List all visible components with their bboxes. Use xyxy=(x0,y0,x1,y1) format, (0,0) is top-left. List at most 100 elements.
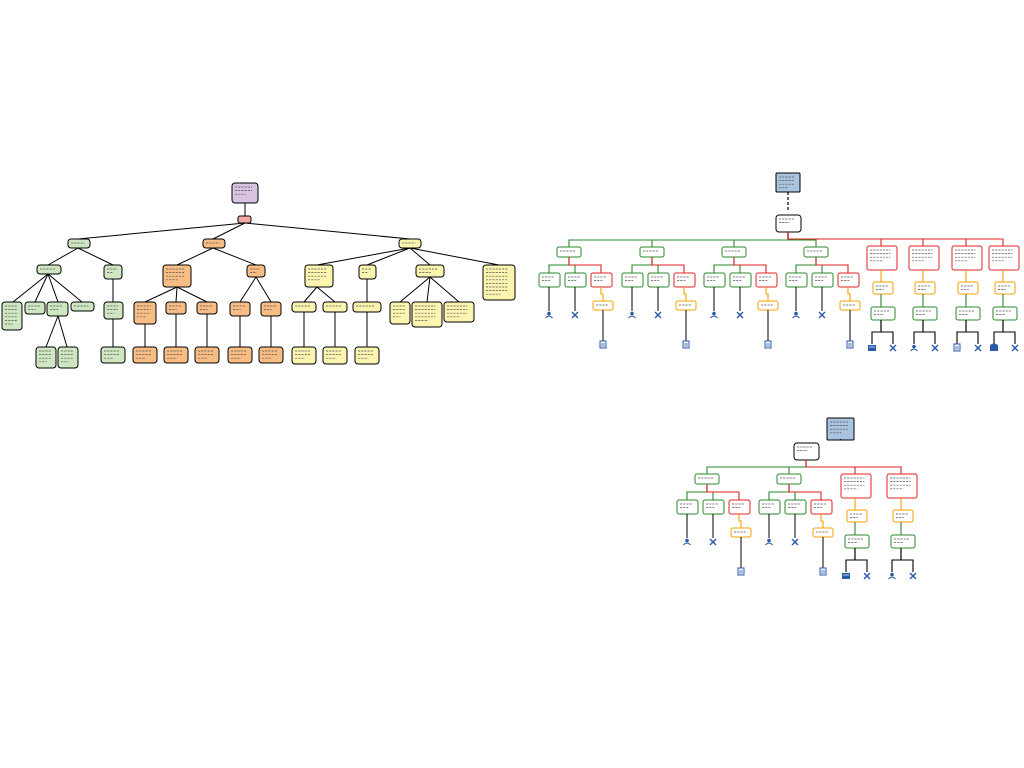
supporting-reason-box xyxy=(784,499,807,515)
connector xyxy=(144,286,178,303)
icon-shape xyxy=(683,542,691,546)
tree-branch-orange xyxy=(202,238,226,249)
connector xyxy=(426,276,431,303)
expert-opinion-icon xyxy=(990,343,998,351)
icon-shape xyxy=(910,348,918,352)
rebuttal-box xyxy=(812,527,834,538)
icon-shape xyxy=(953,343,961,352)
supporting-reason-box xyxy=(621,272,644,288)
supporting-reason-box xyxy=(785,272,808,288)
evidence-connector xyxy=(900,548,914,572)
supporting-reason-box xyxy=(844,534,870,549)
icon-shape xyxy=(656,313,660,317)
objection-connector xyxy=(706,484,740,500)
tree-branch-yellow xyxy=(398,238,422,249)
icon-shape xyxy=(547,311,551,316)
tree-node xyxy=(165,301,187,315)
supporting-reason-box xyxy=(811,272,834,288)
common-belief-icon xyxy=(868,345,876,351)
rebuttal-connector xyxy=(683,287,687,301)
tree-leaf xyxy=(46,301,69,317)
objection-connector xyxy=(805,460,902,474)
evidence-connector xyxy=(922,320,936,344)
tree-leaf xyxy=(291,346,317,365)
icon-shape xyxy=(738,313,742,317)
rebuttal-box xyxy=(994,281,1016,295)
evidence-icon xyxy=(791,538,799,546)
connector xyxy=(303,286,318,303)
main-reason-box xyxy=(556,246,582,258)
tree-node xyxy=(322,301,348,313)
connector xyxy=(77,222,246,240)
evidence-connector xyxy=(956,320,967,344)
example-icon xyxy=(545,311,553,319)
icon-shape xyxy=(891,346,895,350)
evidence-icon xyxy=(931,344,939,352)
supporting-reason-box xyxy=(702,499,725,515)
evidence-connector xyxy=(845,548,856,572)
document-icon xyxy=(682,340,690,349)
objection-box xyxy=(728,499,751,515)
rebuttal-box xyxy=(892,509,914,523)
reason-connector xyxy=(768,484,790,500)
tree-node xyxy=(443,301,475,323)
objection-box xyxy=(886,473,918,499)
statistics-icon xyxy=(953,343,961,352)
tree-central-node xyxy=(237,215,252,224)
tree-node xyxy=(103,301,124,320)
connector xyxy=(399,276,431,303)
supporting-reason-box xyxy=(992,306,1018,321)
tree-leaf xyxy=(57,346,79,369)
main-reason-box xyxy=(694,473,720,485)
evidence-icon xyxy=(889,344,897,352)
objection-box xyxy=(951,245,983,271)
icon-shape xyxy=(682,340,690,349)
example-icon xyxy=(683,538,691,546)
tree-leaf xyxy=(70,301,95,312)
connector xyxy=(47,247,79,266)
evidence-connector xyxy=(854,548,868,572)
supporting-reason-box xyxy=(955,306,981,321)
evidence-connector xyxy=(913,320,924,344)
icon-shape xyxy=(890,572,894,577)
tree-leaf xyxy=(132,346,158,364)
evidence-icon xyxy=(654,311,662,319)
rebuttal-connector xyxy=(765,287,769,301)
document-icon xyxy=(819,567,827,576)
supporting-reason-box xyxy=(676,499,699,515)
tree-leaf xyxy=(258,346,284,364)
icon-shape xyxy=(711,540,715,544)
example-icon xyxy=(710,311,718,319)
icon-shape xyxy=(685,538,689,543)
supporting-reason-box xyxy=(729,272,752,288)
objection-connector xyxy=(651,257,685,273)
tree-leaf xyxy=(24,301,46,315)
reason-connector xyxy=(795,257,817,273)
tree-node xyxy=(229,301,251,317)
tree-leaf xyxy=(194,346,220,364)
tree-leaf xyxy=(163,346,189,364)
map-right xyxy=(538,172,1020,352)
connector xyxy=(212,222,246,240)
evidence-icon xyxy=(736,311,744,319)
tree-node xyxy=(352,301,382,313)
objection-box xyxy=(840,473,872,499)
tree-node xyxy=(246,264,266,278)
objection-box xyxy=(837,272,860,288)
evidence-icon xyxy=(571,311,579,319)
icon-shape xyxy=(764,340,772,349)
icon-shape xyxy=(628,315,636,319)
rebuttal-box xyxy=(757,300,779,311)
connector xyxy=(12,273,49,303)
objection-box xyxy=(988,245,1020,271)
objection-box xyxy=(908,245,940,271)
icon-shape xyxy=(792,315,800,319)
rebuttal-box xyxy=(839,300,861,311)
reason-connector xyxy=(686,484,708,500)
supporting-reason-box xyxy=(870,306,896,321)
rebuttal-box xyxy=(872,281,894,295)
connector xyxy=(47,273,83,303)
personal-experience-icon xyxy=(910,344,918,352)
connector xyxy=(176,286,208,303)
icon-shape xyxy=(1013,346,1017,350)
